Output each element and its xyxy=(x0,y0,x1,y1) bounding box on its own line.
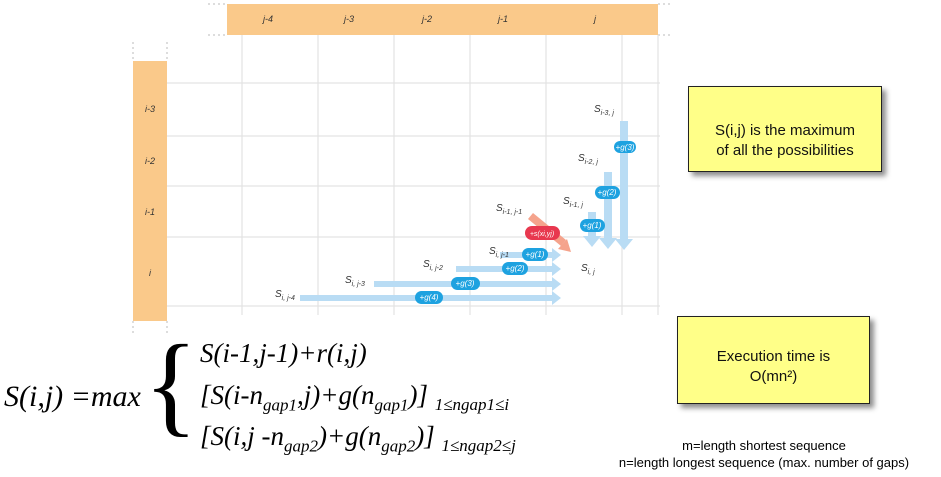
badge-g3-vertical: +g(3) xyxy=(614,141,636,153)
badge-g2-horizontal: +g(2) xyxy=(502,262,528,275)
badge-g1-horizontal: +g(1) xyxy=(522,248,548,261)
row-header-i-2: i-2 xyxy=(145,156,155,166)
row-header-i: i xyxy=(149,268,152,278)
maximum-note-line2: of all the possibilities xyxy=(716,142,854,159)
formula-lhs: S(i,j) =max xyxy=(4,380,141,413)
formula-line-match: S(i-1,j-1)+r(i,j) xyxy=(200,338,367,368)
cell-label-s-i-j-2: Si, j-2 xyxy=(423,259,443,272)
row-header-i-3: i-3 xyxy=(145,104,155,114)
svg-text:+g(4): +g(4) xyxy=(420,293,439,302)
execution-time-note: Execution time is O(mn²) xyxy=(677,316,870,404)
dashed-guides xyxy=(132,3,670,336)
svg-text:+g(2): +g(2) xyxy=(506,264,525,273)
formula-line-gap2: [S(i,j -ngap2)+g(ngap2)] 1≤ngap2≤j xyxy=(200,421,516,456)
execution-time-line1: Execution time is xyxy=(716,348,831,365)
svg-text:+g(2): +g(2) xyxy=(598,188,617,197)
cell-label-s-i-j-1: Si, j-1 xyxy=(489,246,509,259)
cell-label-s-i-j: Si, j xyxy=(581,263,595,276)
row-header-bar xyxy=(133,61,167,321)
badge-g2-vertical: +g(2) xyxy=(595,186,620,199)
svg-text:+g(1): +g(1) xyxy=(526,250,545,259)
maximum-note: S(i,j) is the maximum of all the possibi… xyxy=(688,86,882,172)
maximum-note-line1: S(i,j) is the maximum xyxy=(714,122,856,139)
svg-text:+g(3): +g(3) xyxy=(456,279,475,288)
col-header-j: j xyxy=(593,14,597,24)
svg-text:+s(xi,yj): +s(xi,yj) xyxy=(530,231,554,238)
cell-label-s-i-j-4: Si, j-4 xyxy=(275,289,295,302)
dp-grid xyxy=(167,35,660,315)
col-header-j-2: j-2 xyxy=(421,14,432,24)
cell-label-s-i-2-j: Si-2, j xyxy=(578,153,598,166)
svg-text:+g(3): +g(3) xyxy=(616,143,635,152)
badge-match-score: +s(xi,yj) xyxy=(525,226,560,240)
formula-brace: { xyxy=(144,323,198,447)
cell-label-s-i-3-j: Si-3, j xyxy=(594,104,614,117)
badge-g3-horizontal: +g(3) xyxy=(451,277,480,290)
col-header-j-1: j-1 xyxy=(497,14,508,24)
badge-g4-horizontal: +g(4) xyxy=(415,291,443,304)
footnote-m-definition: m=length shortest sequence xyxy=(682,438,846,453)
col-header-j-4: j-4 xyxy=(262,14,273,24)
cell-label-s-i-1-j: Si-1, j xyxy=(563,196,583,209)
formula-line-gap1: [S(i-ngap1,j)+g(ngap1)] 1≤ngap1≤i xyxy=(200,380,510,415)
row-header-i-1: i-1 xyxy=(145,207,155,217)
footnote-n-definition: n=length longest sequence (max. number o… xyxy=(618,455,910,470)
execution-time-line2: O(mn²) xyxy=(749,368,798,385)
col-header-j-3: j-3 xyxy=(343,14,354,24)
column-header-bar xyxy=(227,4,658,35)
svg-text:+g(1): +g(1) xyxy=(583,221,602,230)
cell-label-s-i-1-j-1: Si-1, j-1 xyxy=(496,203,522,216)
badge-g1-vertical: +g(1) xyxy=(580,219,605,232)
cell-label-s-i-j-3: Si, j-3 xyxy=(345,275,365,288)
